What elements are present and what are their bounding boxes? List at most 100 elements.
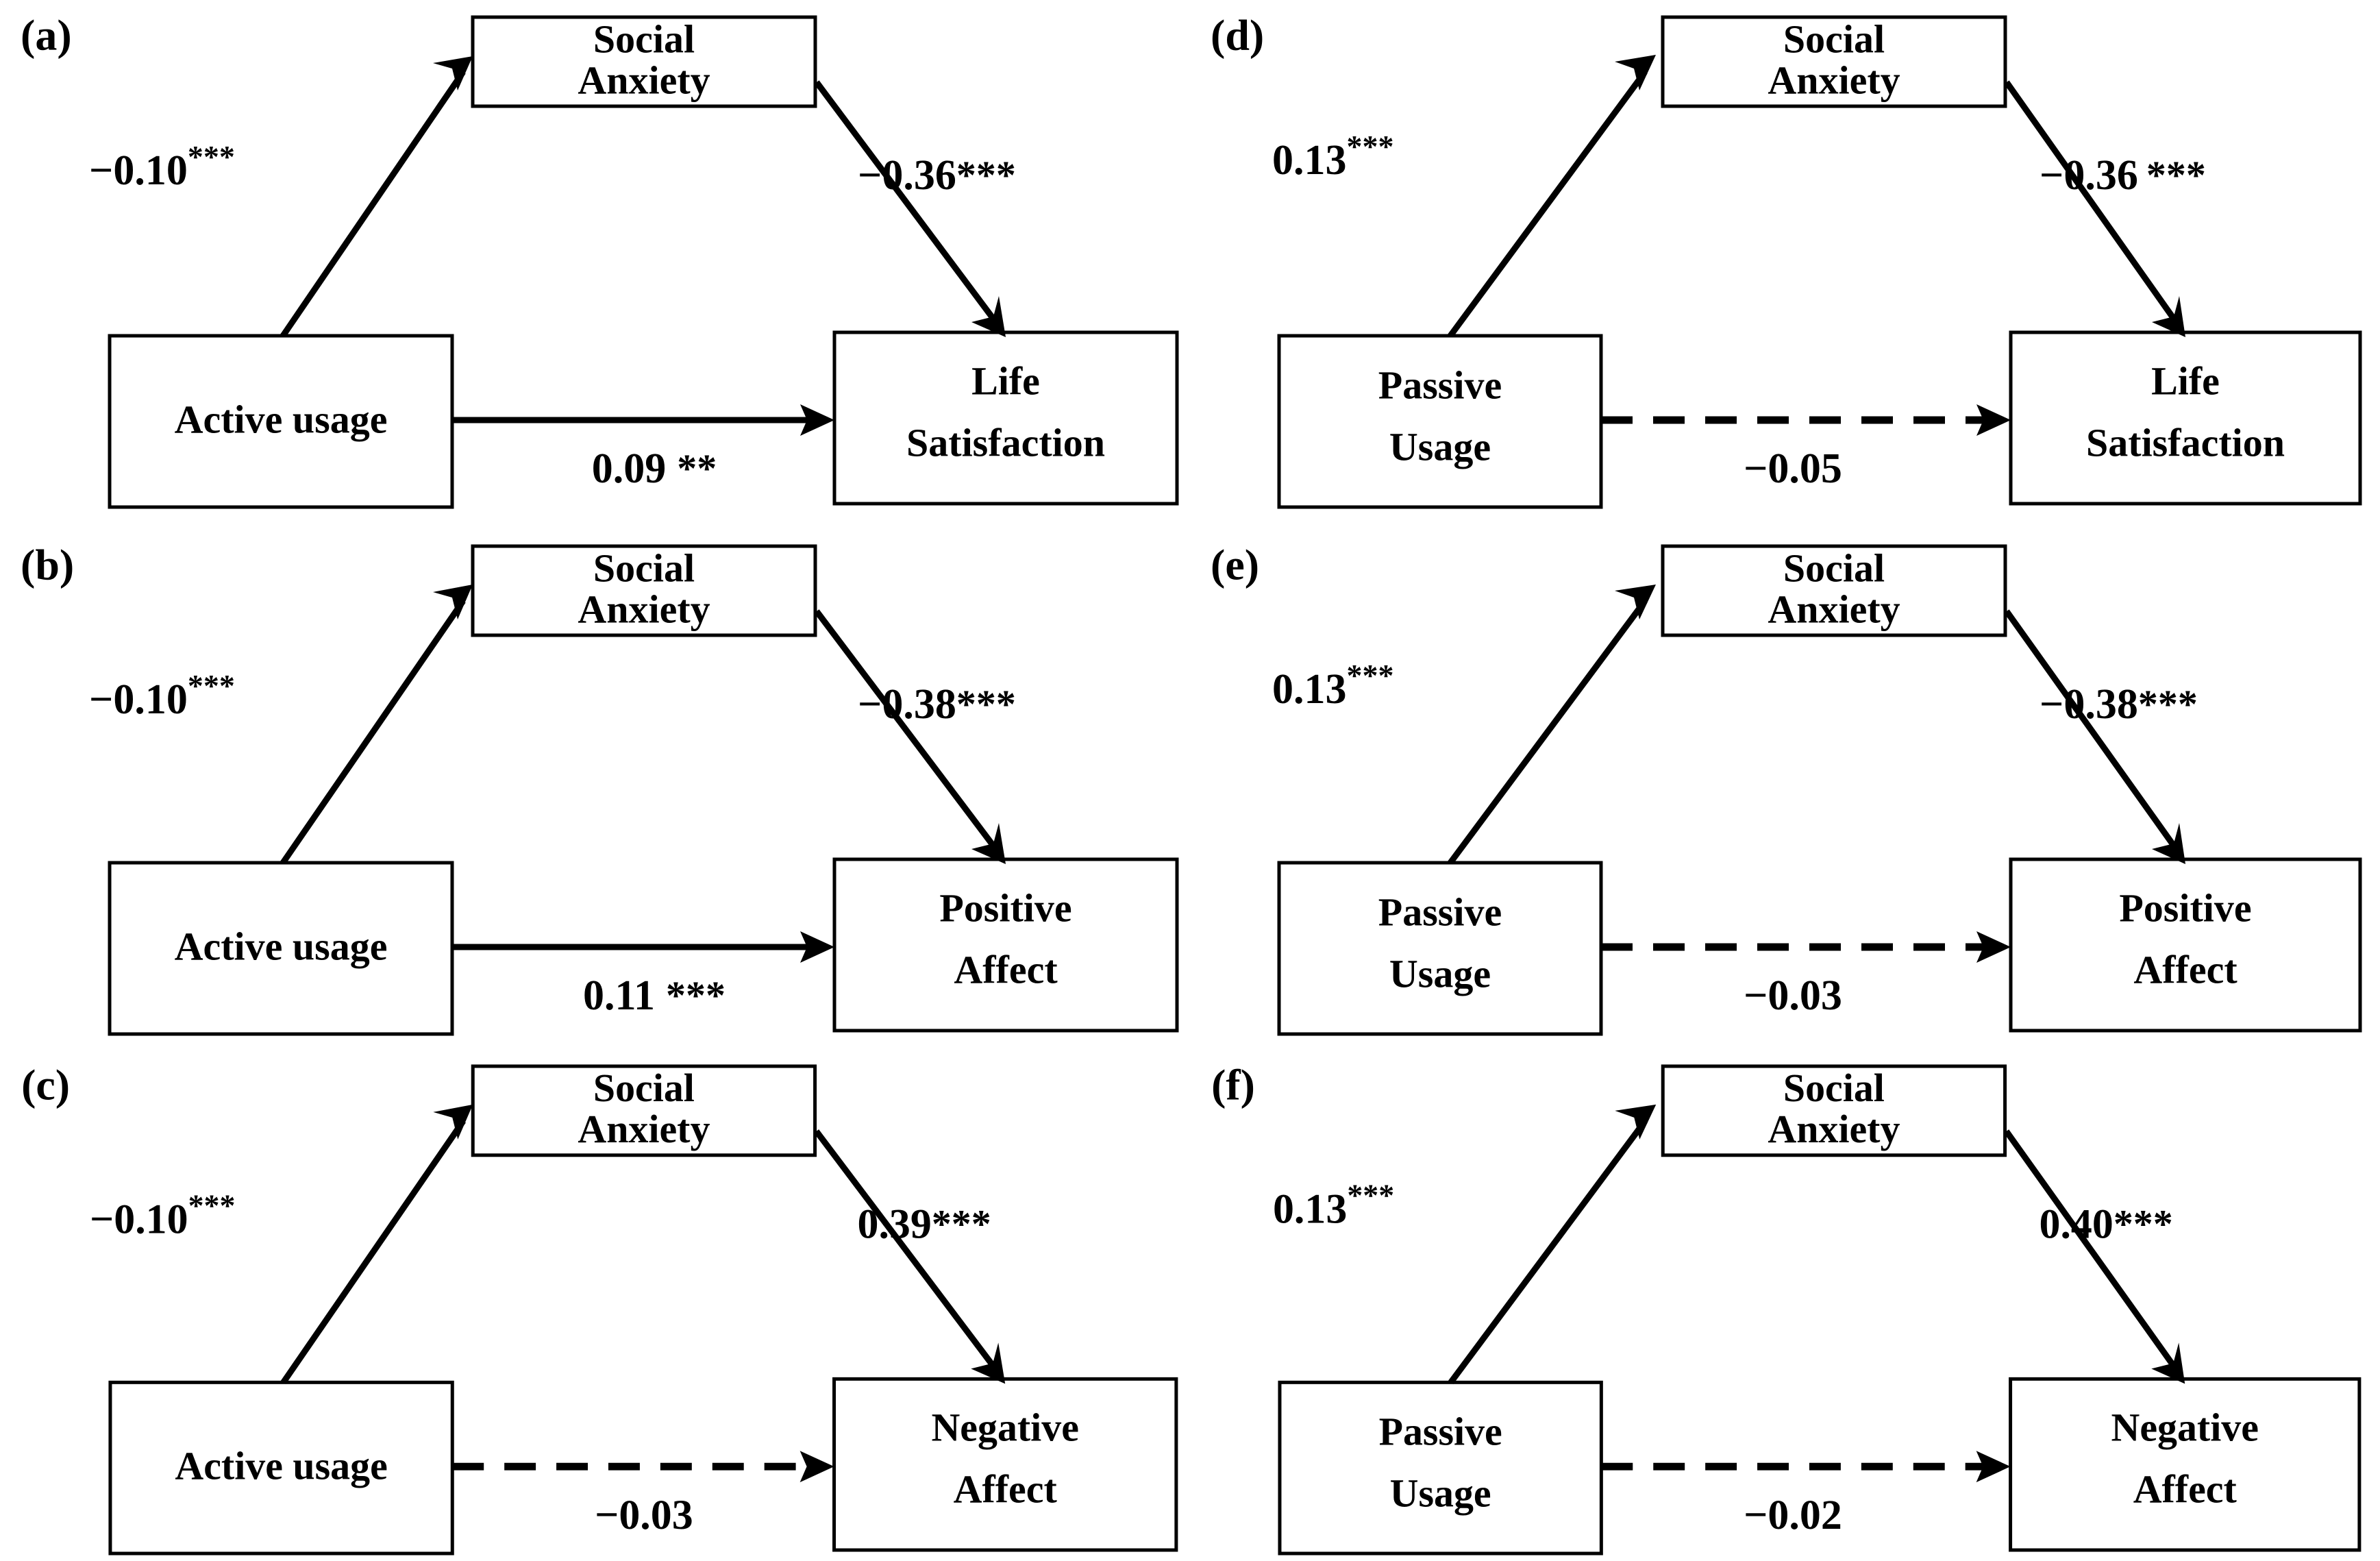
outcome-box-d [2009, 330, 2362, 506]
outcome-label-line1-c: Negative [931, 1405, 1078, 1450]
path-a-arrowhead-c [433, 1104, 473, 1140]
path-a-line-c [280, 1119, 466, 1384]
outcome-box-f [2009, 1377, 2362, 1552]
panel-letter-d: (d) [1211, 11, 1264, 60]
panel-letter-b: (b) [21, 541, 74, 589]
panel-c: (c) Social Anxiety Active usage Negative… [0, 1040, 1190, 1561]
coef-b-a: −0.36*** [858, 152, 1016, 199]
path-a-line-b [280, 599, 466, 865]
coef-b-d: −0.36*** [2040, 152, 2206, 199]
outcome-box-b [832, 857, 1179, 1033]
panel-b: (b) Social Anxiety Active usage Positive… [0, 520, 1190, 1040]
coef-a-a: −0.10*** [89, 139, 235, 195]
coef-c-c: −0.03 [595, 1492, 693, 1538]
outcome-label-line2-a: Satisfaction [906, 420, 1105, 465]
path-b-arrowhead-d [2152, 296, 2185, 337]
coef-b-b: −0.38*** [858, 681, 1016, 728]
mediator-label-line1-b: Social [593, 545, 695, 590]
path-c-arrowhead-b [800, 931, 834, 963]
path-b-line-b [814, 609, 997, 850]
mediator-box-b [471, 544, 817, 637]
panel-letter-f: (f) [1211, 1061, 1255, 1109]
coef-c-d: −0.05 [1744, 445, 1842, 492]
outcome-label-line2-e: Affect [2133, 947, 2238, 992]
mediator-label-line1-d: Social [1783, 16, 1885, 61]
path-a-arrowhead-d [1615, 55, 1656, 90]
path-a-line-d [1448, 70, 1648, 338]
path-a-arrowhead-b [433, 585, 473, 619]
outcome-label-line2-d: Satisfaction [2086, 420, 2285, 465]
outcome-label-line1-a: Life [971, 358, 1040, 403]
outcome-box-e [2009, 857, 2362, 1033]
panel-a: (a) Social Anxiety Active usage Life Sat… [0, 0, 1190, 520]
path-b-arrowhead-c [971, 1342, 1006, 1384]
path-a-line-f [1448, 1119, 1648, 1385]
coef-b-c: 0.39*** [857, 1201, 991, 1248]
predictor-label-line2-e: Usage [1389, 951, 1491, 996]
predictor-box-f [1278, 1380, 1603, 1556]
predictor-label-c: Active usage [175, 1443, 387, 1488]
outcome-label-line1-b: Positive [939, 885, 1071, 930]
path-b-arrowhead-b [971, 823, 1006, 864]
outcome-box-c [832, 1377, 1178, 1552]
predictor-label-line1-f: Passive [1379, 1410, 1502, 1454]
path-c-arrowhead-d [1976, 404, 2011, 436]
coef-a-e: 0.13*** [1272, 658, 1394, 713]
coef-c-f: −0.02 [1744, 1492, 1842, 1538]
mediator-box-a [471, 15, 817, 108]
path-b-arrowhead-f [2151, 1342, 2185, 1384]
predictor-box-b [108, 861, 454, 1036]
coef-a-c: −0.10*** [90, 1188, 236, 1243]
outcome-label-line1-e: Positive [2119, 885, 2251, 930]
predictor-label-b: Active usage [175, 924, 388, 968]
coef-a-f: 0.13*** [1273, 1177, 1394, 1233]
outcome-label-line1-f: Negative [2111, 1405, 2259, 1450]
coef-a-b: −0.10*** [89, 668, 235, 724]
path-c-arrowhead-e [1976, 931, 2011, 963]
panel-letter-a: (a) [21, 11, 72, 60]
mediator-label-line2-a: Anxiety [578, 58, 710, 102]
path-c-arrowhead-f [1976, 1451, 2011, 1483]
mediator-box-f [1661, 1064, 2007, 1157]
panel-letter-e: (e) [1211, 541, 1259, 589]
path-b-line-f [2003, 1129, 2177, 1369]
path-b-line-c [813, 1129, 997, 1370]
mediator-label-line2-b: Anxiety [578, 587, 710, 631]
outcome-label-line2-f: Affect [2133, 1466, 2238, 1511]
coef-b-e: −0.38*** [2040, 681, 2198, 728]
path-b-line-a [814, 80, 997, 323]
mediator-label-line1-f: Social [1783, 1066, 1885, 1110]
path-b-arrowhead-e [2152, 823, 2185, 864]
mediator-label-line2-e: Anxiety [1768, 587, 1900, 631]
outcome-label-line2-c: Affect [954, 1466, 1058, 1511]
mediator-label-line2-f: Anxiety [1768, 1107, 1900, 1151]
path-c-arrowhead-a [800, 404, 834, 436]
outcome-label-line2-b: Affect [954, 947, 1058, 992]
predictor-box-c [108, 1380, 454, 1556]
predictor-label-line2-f: Usage [1390, 1471, 1491, 1515]
path-b-line-d [2004, 80, 2178, 323]
mediator-label-line1-c: Social [593, 1066, 695, 1110]
predictor-label-line1-e: Passive [1378, 889, 1502, 934]
predictor-box-a [108, 334, 454, 509]
mediator-label-line2-d: Anxiety [1768, 58, 1900, 102]
coef-c-b: 0.11*** [583, 972, 726, 1019]
path-a-arrowhead-f [1615, 1104, 1657, 1140]
panel-e: (e) Social Anxiety Passive Usage Positiv… [1190, 520, 2380, 1040]
predictor-label-line1-d: Passive [1378, 362, 1502, 407]
panel-letter-c: (c) [21, 1061, 70, 1109]
mediator-label-line2-c: Anxiety [578, 1107, 710, 1151]
predictor-label-a: Active usage [175, 397, 388, 441]
mediator-label-line1-e: Social [1783, 545, 1885, 590]
coef-a-d: 0.13*** [1272, 129, 1394, 184]
coef-c-e: −0.03 [1744, 972, 1842, 1019]
predictor-box-e [1277, 861, 1603, 1036]
predictor-box-d [1277, 334, 1603, 509]
mediator-label-line1-a: Social [593, 16, 695, 61]
path-c-arrowhead-c [799, 1451, 834, 1483]
path-a-arrowhead-a [433, 56, 473, 90]
path-a-arrowhead-e [1615, 585, 1656, 619]
mediator-box-d [1661, 15, 2007, 108]
path-b-line-e [2004, 609, 2178, 850]
